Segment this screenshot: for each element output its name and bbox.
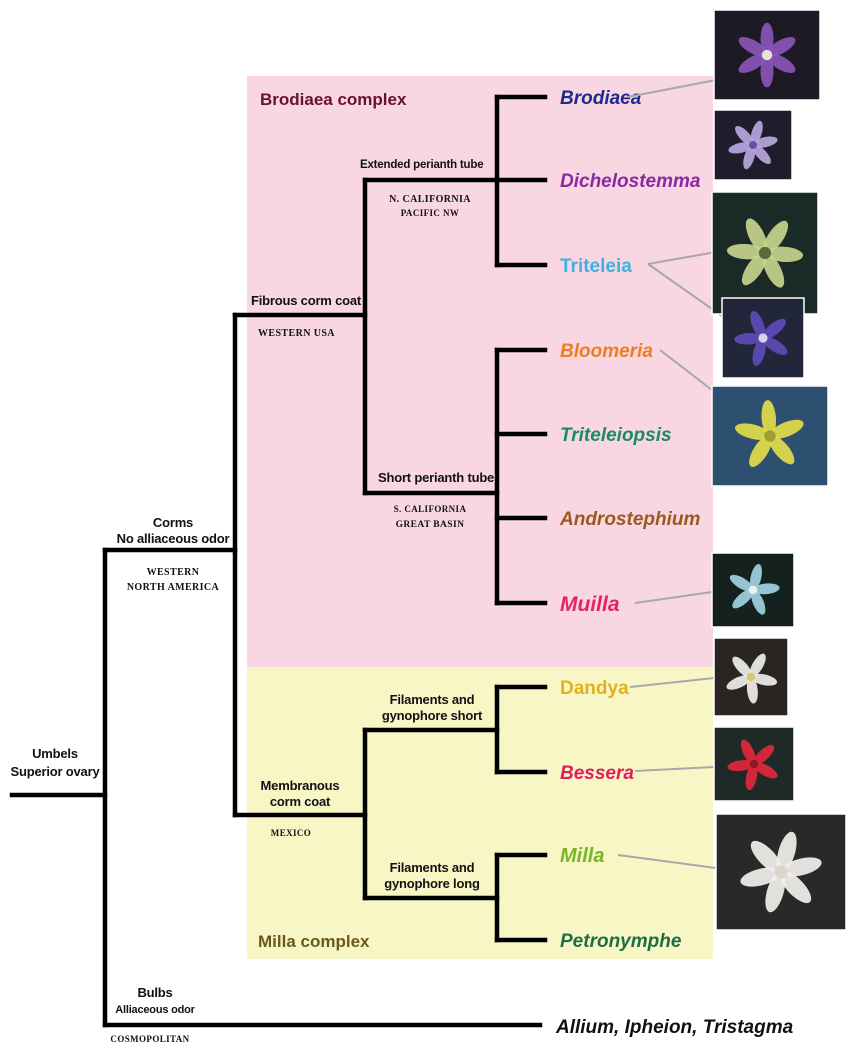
- photo-triteleia-purple: [722, 298, 804, 378]
- fil-long-label-2: gynophore long: [384, 876, 480, 891]
- photo-dichelostemma: [714, 110, 792, 180]
- photo-muilla: [712, 553, 794, 627]
- milla-complex-title: Milla complex: [258, 932, 370, 951]
- taxon-muilla: Muilla: [560, 593, 620, 616]
- membranous-label-1: Membranous: [261, 778, 340, 793]
- bulbs-geo: Cosmopolitan: [110, 1034, 189, 1044]
- corms-geo-2: North America: [127, 582, 220, 593]
- photo-dandya: [714, 638, 788, 716]
- taxon-petronymphe: Petronymphe: [560, 931, 682, 952]
- membranous-label-2: corm coat: [270, 794, 331, 809]
- root-label-2: Superior ovary: [11, 764, 101, 779]
- flower-center: [749, 141, 757, 149]
- flower-center: [750, 760, 759, 769]
- taxon-triteleiopsis: Triteleiopsis: [560, 425, 672, 446]
- flower-center: [759, 247, 771, 259]
- fil-short-label-1: Filaments and: [390, 692, 475, 707]
- flower-center: [749, 586, 758, 595]
- bulbs-label-2: Alliaceous odor: [115, 1004, 195, 1016]
- short-geo-2: Great Basin: [396, 520, 465, 530]
- photo-brodiaea: [714, 10, 820, 100]
- extended-label: Extended perianth tube: [360, 159, 483, 171]
- extended-geo-1: N. California: [389, 194, 471, 205]
- fil-short-label-2: gynophore short: [382, 708, 483, 723]
- photo-bessera: [714, 727, 794, 801]
- fibrous-label: Fibrous corm coat: [251, 293, 362, 308]
- taxon-triteleia: Triteleia: [560, 256, 632, 277]
- photo-triteleia-yellow: [712, 192, 818, 314]
- fibrous-geo: Western USA: [258, 328, 335, 339]
- membranous-geo: Mexico: [271, 828, 311, 838]
- flower-center: [758, 333, 767, 342]
- root-label-1: Umbels: [32, 746, 78, 761]
- taxon-dichelostemma: Dichelostemma: [560, 171, 701, 192]
- short-geo-1: S. California: [394, 504, 467, 514]
- flower-center: [762, 50, 772, 60]
- flower-center: [747, 673, 756, 682]
- taxon-allium-group: Allium, Ipheion, Tristagma: [555, 1017, 794, 1038]
- taxon-milla: Milla: [560, 845, 604, 867]
- short-label: Short perianth tube: [378, 470, 494, 485]
- corms-geo-1: Western: [147, 567, 200, 578]
- photo-milla: [716, 814, 846, 930]
- corms-label-1: Corms: [153, 515, 193, 530]
- taxon-androstephium: Androstephium: [559, 509, 700, 530]
- taxon-bloomeria: Bloomeria: [560, 341, 653, 362]
- taxon-bessera: Bessera: [560, 763, 634, 784]
- photo-bloomeria: [712, 386, 828, 486]
- extended-geo-2: Pacific NW: [401, 208, 460, 218]
- bulbs-label-1: Bulbs: [137, 985, 172, 1000]
- taxon-dandya: Dandya: [560, 678, 629, 699]
- photo-thumbnails: [712, 10, 846, 930]
- flower-center: [764, 430, 776, 442]
- taxon-brodiaea: Brodiaea: [560, 88, 642, 109]
- corms-label-2: No alliaceous odor: [117, 531, 230, 546]
- fil-long-label-1: Filaments and: [390, 860, 475, 875]
- flower-center: [774, 865, 787, 878]
- brodiaea-complex-title: Brodiaea complex: [260, 90, 407, 109]
